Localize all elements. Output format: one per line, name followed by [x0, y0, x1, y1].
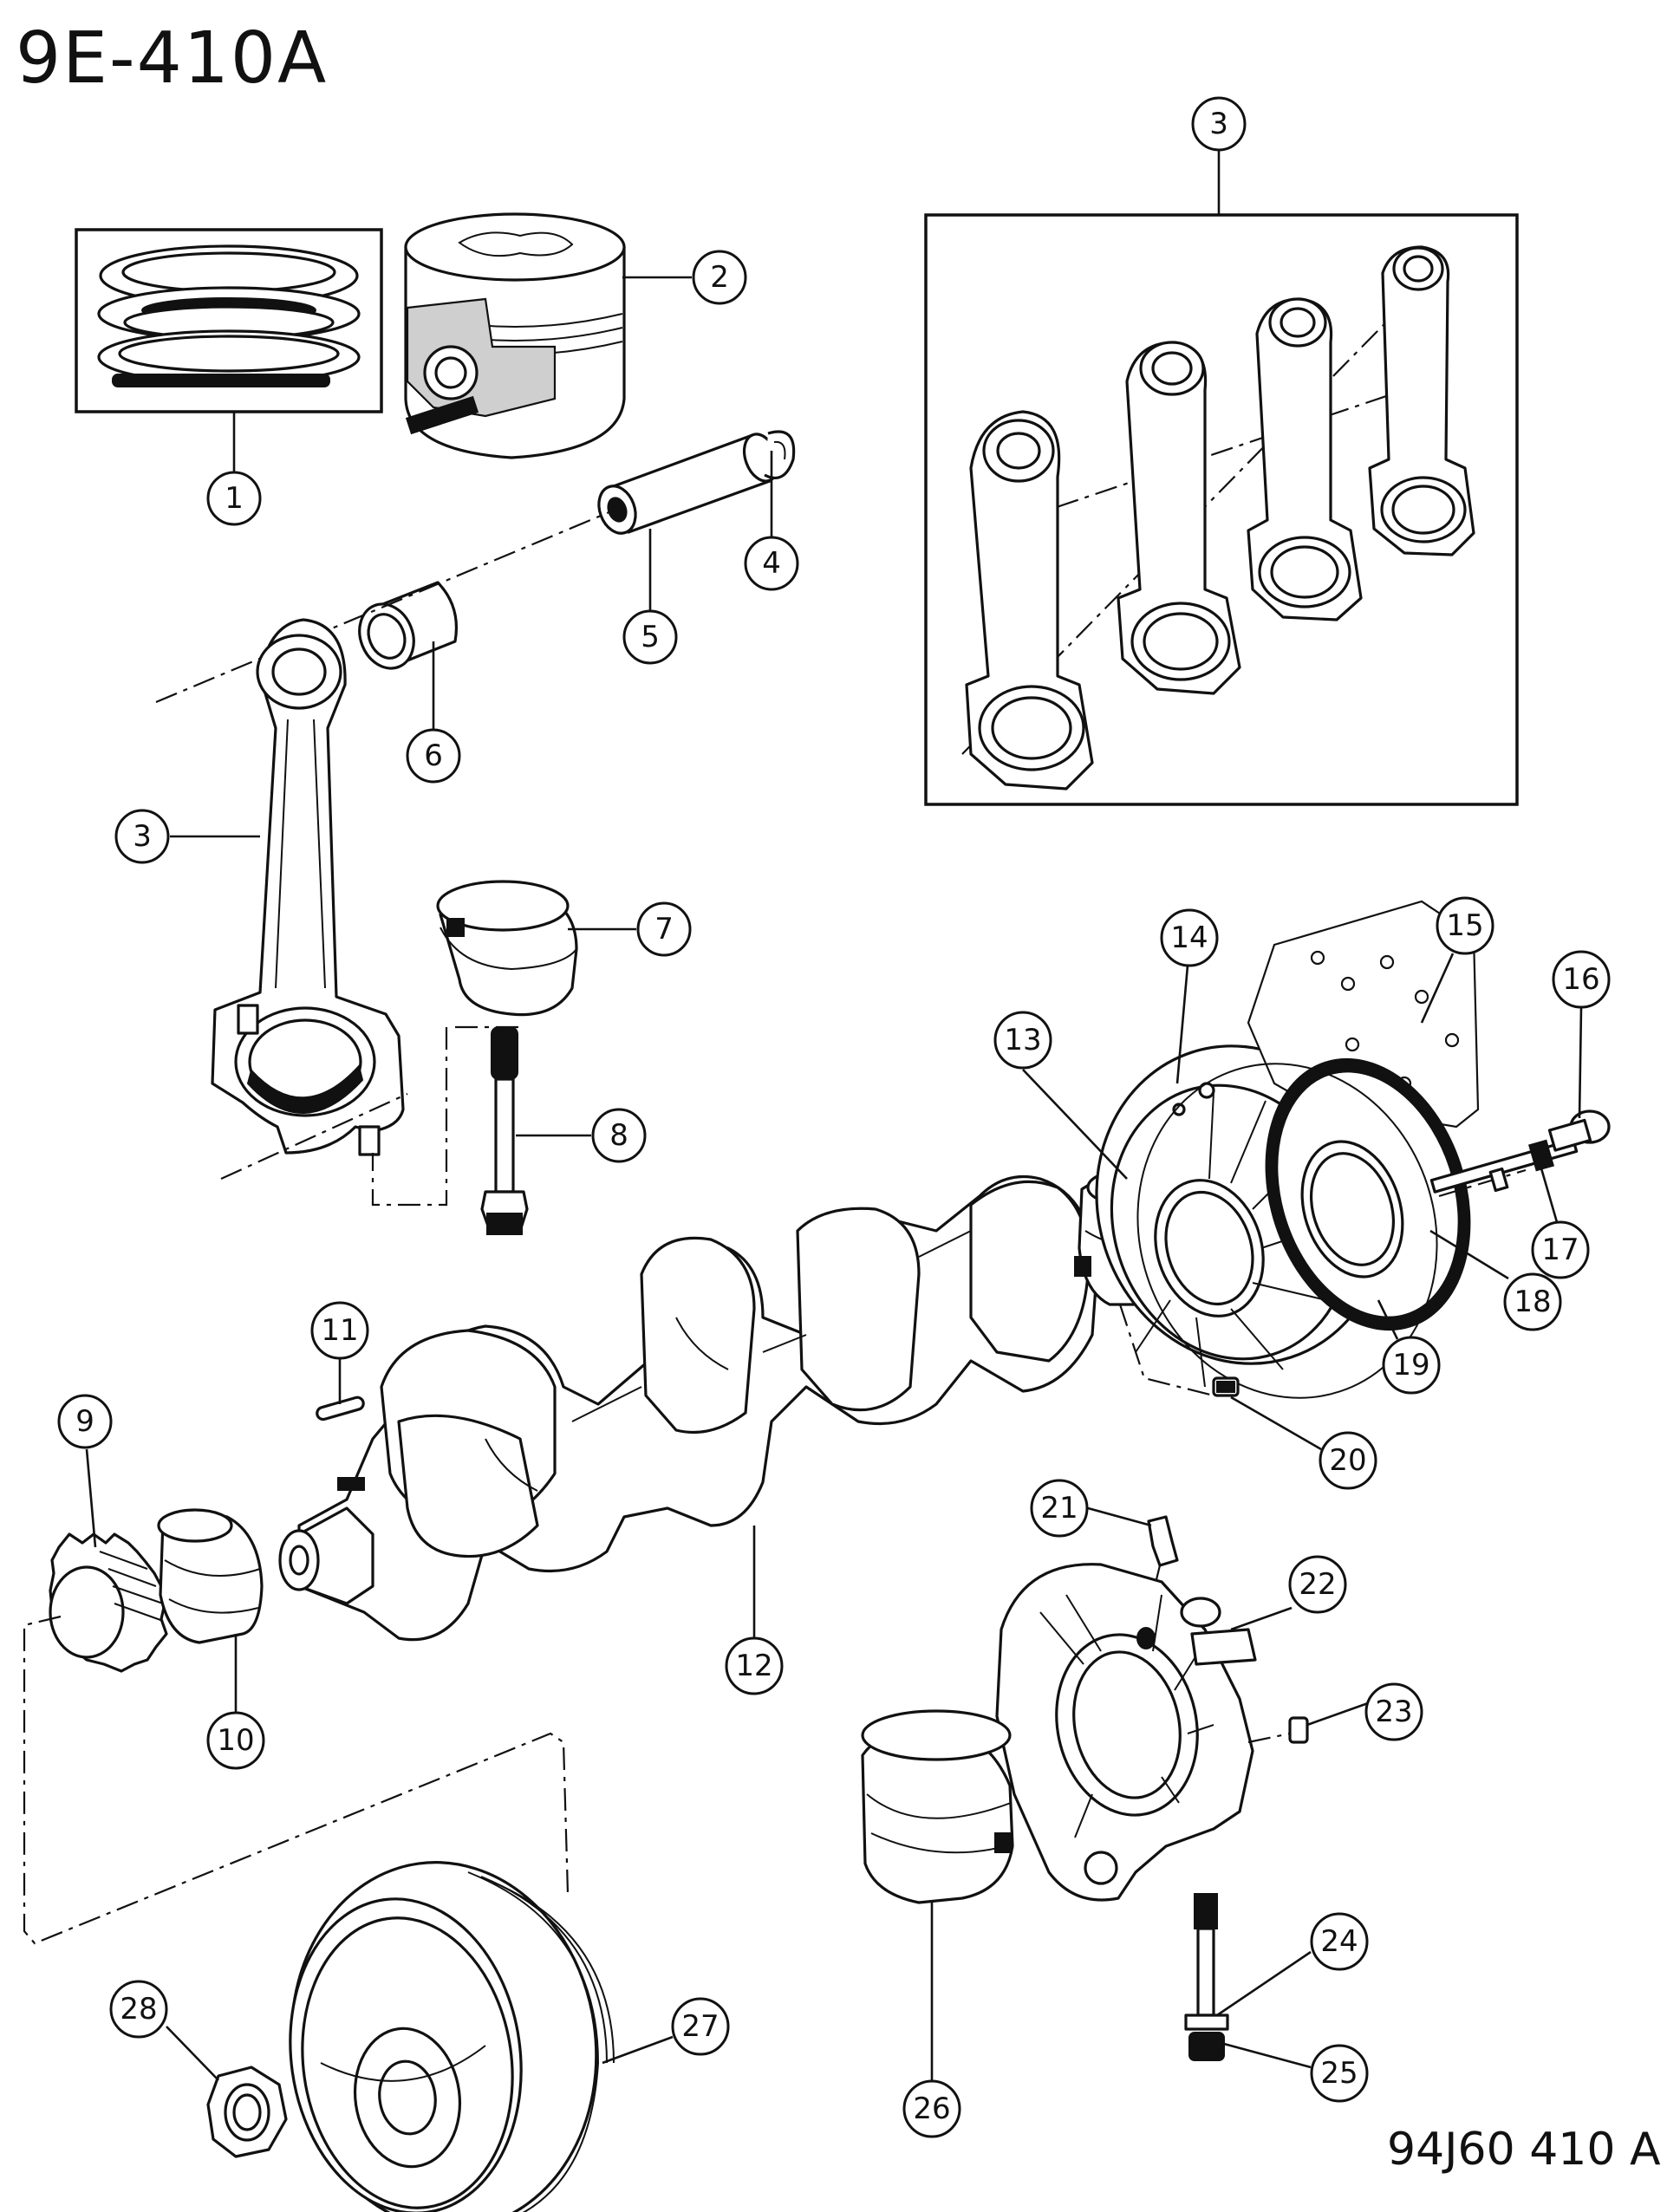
callout-7-label: 7	[654, 912, 674, 947]
rod-set-rod-4	[1368, 245, 1475, 556]
callout-5-label: 5	[641, 620, 660, 654]
rod-bearing	[436, 880, 578, 1017]
callout-26-label: 26	[913, 2092, 950, 2126]
callout-2: 2	[692, 250, 747, 305]
main-cap-bolt	[1184, 1893, 1229, 2031]
damper-nut	[206, 2066, 288, 2158]
seal-ring	[1136, 1063, 1438, 1399]
callout-26: 26	[902, 2079, 961, 2138]
callout-16: 16	[1552, 950, 1611, 1009]
callout-27: 27	[671, 1997, 730, 2056]
main-bearing-front	[157, 1508, 264, 1644]
callout-28: 28	[109, 1980, 168, 2039]
callout-22: 22	[1288, 1555, 1347, 1614]
rod-set-rod-2	[1117, 341, 1241, 695]
main-cap-bolt-washer	[1188, 2032, 1225, 2061]
callout-2-label: 2	[710, 260, 729, 295]
callout-1-label: 1	[225, 481, 244, 516]
callout-8-label: 8	[609, 1118, 628, 1153]
diagram-code-title: 9E-410A	[16, 17, 329, 100]
connecting-rod	[211, 618, 405, 1156]
piston-ring-set	[75, 228, 383, 413]
callout-10: 10	[206, 1711, 265, 1770]
rod-set-rod-1	[965, 410, 1094, 790]
callout-13: 13	[993, 1011, 1052, 1070]
callout-3-set-label: 3	[1209, 107, 1228, 141]
callout-10-label: 10	[217, 1723, 254, 1758]
callout-15-label: 15	[1446, 908, 1483, 943]
piston-pin-retainer	[764, 430, 796, 479]
vibration-damper	[289, 1861, 615, 2212]
callout-27-label: 27	[681, 2009, 719, 2044]
main-bearing-cap	[995, 1563, 1257, 1902]
connecting-rod-set	[924, 213, 1519, 806]
callout-18-label: 18	[1514, 1285, 1551, 1319]
callout-22-label: 22	[1299, 1567, 1336, 1602]
callout-3-rod: 3	[114, 809, 170, 864]
callout-4: 4	[744, 536, 799, 591]
crankshaft-key	[316, 1396, 365, 1422]
leader-lines	[85, 139, 1583, 2081]
callout-13-label: 13	[1004, 1023, 1041, 1057]
callout-1: 1	[206, 471, 262, 526]
callout-24: 24	[1310, 1912, 1369, 1971]
callout-14: 14	[1160, 908, 1219, 967]
callout-25-label: 25	[1320, 2056, 1358, 2091]
callout-24-label: 24	[1320, 1924, 1358, 1959]
rod-bolt	[371, 1025, 529, 1235]
callout-4-label: 4	[762, 546, 781, 581]
callout-9-label: 9	[75, 1404, 94, 1439]
callout-19-label: 19	[1392, 1348, 1429, 1382]
callout-23: 23	[1364, 1682, 1423, 1741]
callout-5: 5	[622, 609, 678, 665]
callout-20-label: 20	[1329, 1443, 1366, 1478]
main-bearing-shell	[861, 1709, 1014, 1904]
callout-15: 15	[1436, 896, 1494, 955]
callout-6-label: 6	[424, 738, 443, 773]
callout-18: 18	[1503, 1272, 1562, 1331]
illustration-number: 94J60 410 A	[1387, 2124, 1661, 2176]
callout-3-rod-label: 3	[133, 819, 152, 854]
cap-dowel	[1247, 1716, 1309, 1744]
piston	[404, 212, 626, 459]
dowel-pin	[1118, 1304, 1240, 1397]
callout-14-label: 14	[1170, 921, 1208, 955]
pin-bushing	[358, 581, 459, 670]
callout-6: 6	[406, 728, 461, 784]
callout-3-set: 3	[1191, 96, 1247, 152]
callout-23-label: 23	[1375, 1695, 1412, 1729]
callout-11-label: 11	[321, 1313, 358, 1348]
callout-17-label: 17	[1541, 1233, 1579, 1267]
piston-pin	[597, 433, 780, 535]
cap-bolt-washer	[1488, 1139, 1554, 1193]
callout-12: 12	[725, 1636, 784, 1695]
callout-9: 9	[57, 1394, 113, 1449]
callout-19: 19	[1382, 1336, 1441, 1395]
crankshaft-sprocket	[49, 1532, 168, 1673]
callout-8: 8	[591, 1108, 647, 1163]
callout-21: 21	[1030, 1479, 1089, 1538]
callout-28-label: 28	[120, 1992, 157, 2027]
callout-21-label: 21	[1040, 1491, 1078, 1526]
rod-set-rod-3	[1247, 297, 1363, 621]
callout-25: 25	[1310, 2044, 1369, 2103]
callout-16-label: 16	[1562, 962, 1599, 997]
callout-20: 20	[1319, 1431, 1377, 1490]
rear-main-oil-seal	[1265, 1057, 1471, 1331]
callout-12-label: 12	[735, 1649, 772, 1683]
callout-17: 17	[1531, 1220, 1590, 1279]
callout-7: 7	[636, 901, 692, 957]
ring-set-frame	[75, 228, 383, 413]
callout-11: 11	[310, 1301, 369, 1360]
crankshaft	[278, 1174, 1098, 1642]
